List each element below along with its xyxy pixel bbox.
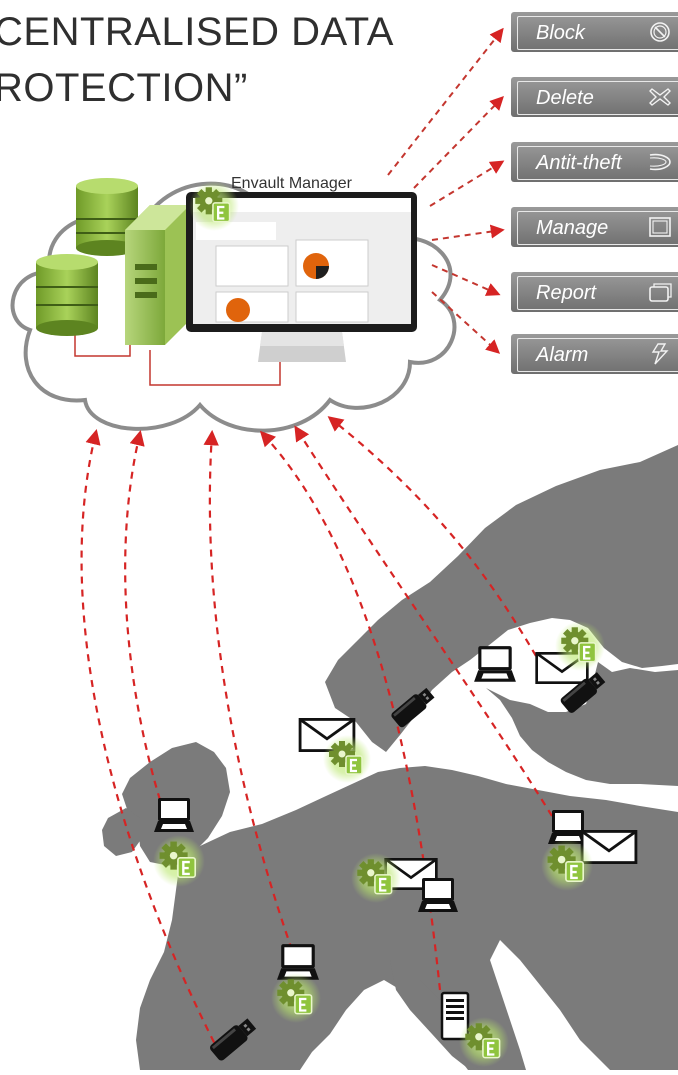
manage-icon <box>649 217 671 237</box>
action-report: Report <box>511 272 678 312</box>
map-scandinavia <box>325 445 678 752</box>
arrow-to-antitheft <box>429 160 505 207</box>
arrow-to-report <box>431 264 501 296</box>
action-label: Report <box>536 282 597 304</box>
title-line-1: CENTRALISED DATA <box>0 10 394 54</box>
laptop-icon <box>474 646 516 682</box>
action-frame: Block <box>517 16 678 50</box>
arrow-to-manage <box>431 224 505 241</box>
anti-theft-icon <box>649 153 671 171</box>
arrow-to-alarm <box>431 291 501 354</box>
action-manage: Manage <box>511 207 678 247</box>
map-finland-baltic <box>470 662 678 786</box>
action-arrows <box>387 27 505 354</box>
envault-badge-icon <box>322 734 372 784</box>
action-frame: Antit-theft <box>517 146 678 180</box>
envault-badge-icon <box>270 972 322 1024</box>
action-label: Delete <box>536 87 594 109</box>
arrow-laptop-france <box>203 429 294 951</box>
action-frame: Delete <box>517 81 678 115</box>
action-frame: Manage <box>517 211 678 245</box>
block-icon <box>650 22 670 42</box>
action-antitheft: Antit-theft <box>511 142 678 182</box>
laptop-icon <box>154 798 194 832</box>
alarm-icon <box>651 343 669 365</box>
envault-badge-icon <box>350 852 402 904</box>
manager-label: Envault Manager <box>231 175 352 192</box>
laptop-icon <box>418 878 458 912</box>
server-tower-icon <box>125 205 190 345</box>
action-label: Block <box>536 22 585 44</box>
europe-map <box>102 445 678 1070</box>
report-icon <box>649 283 672 302</box>
envault-badge-icon <box>554 620 606 672</box>
envault-badge-icon <box>152 834 206 888</box>
envault-badge-icon <box>540 838 594 892</box>
action-label: Manage <box>536 217 609 239</box>
arrow-laptop-uk <box>124 430 162 801</box>
arrow-to-delete <box>413 95 504 189</box>
arrow-finland <box>327 416 537 657</box>
map-ireland <box>102 808 142 856</box>
arrow-usb-spain <box>80 429 221 1055</box>
delete-icon <box>649 88 671 106</box>
action-alarm: Alarm <box>511 334 678 374</box>
arrow-laptop-east <box>294 425 553 817</box>
action-delete: Delete <box>511 77 678 117</box>
title-line-2: ROTECTION” <box>0 66 248 110</box>
action-label: Antit-theft <box>536 152 622 174</box>
action-frame: Alarm <box>517 338 678 372</box>
action-label: Alarm <box>536 344 589 366</box>
envault-badge-icon <box>458 1016 510 1068</box>
arrow-to-block <box>387 27 504 176</box>
database-icon-front <box>36 254 98 336</box>
database-server-group <box>36 178 190 345</box>
action-frame: Report <box>517 276 678 310</box>
database-icon-back <box>76 178 138 256</box>
action-block: Block <box>511 12 678 52</box>
